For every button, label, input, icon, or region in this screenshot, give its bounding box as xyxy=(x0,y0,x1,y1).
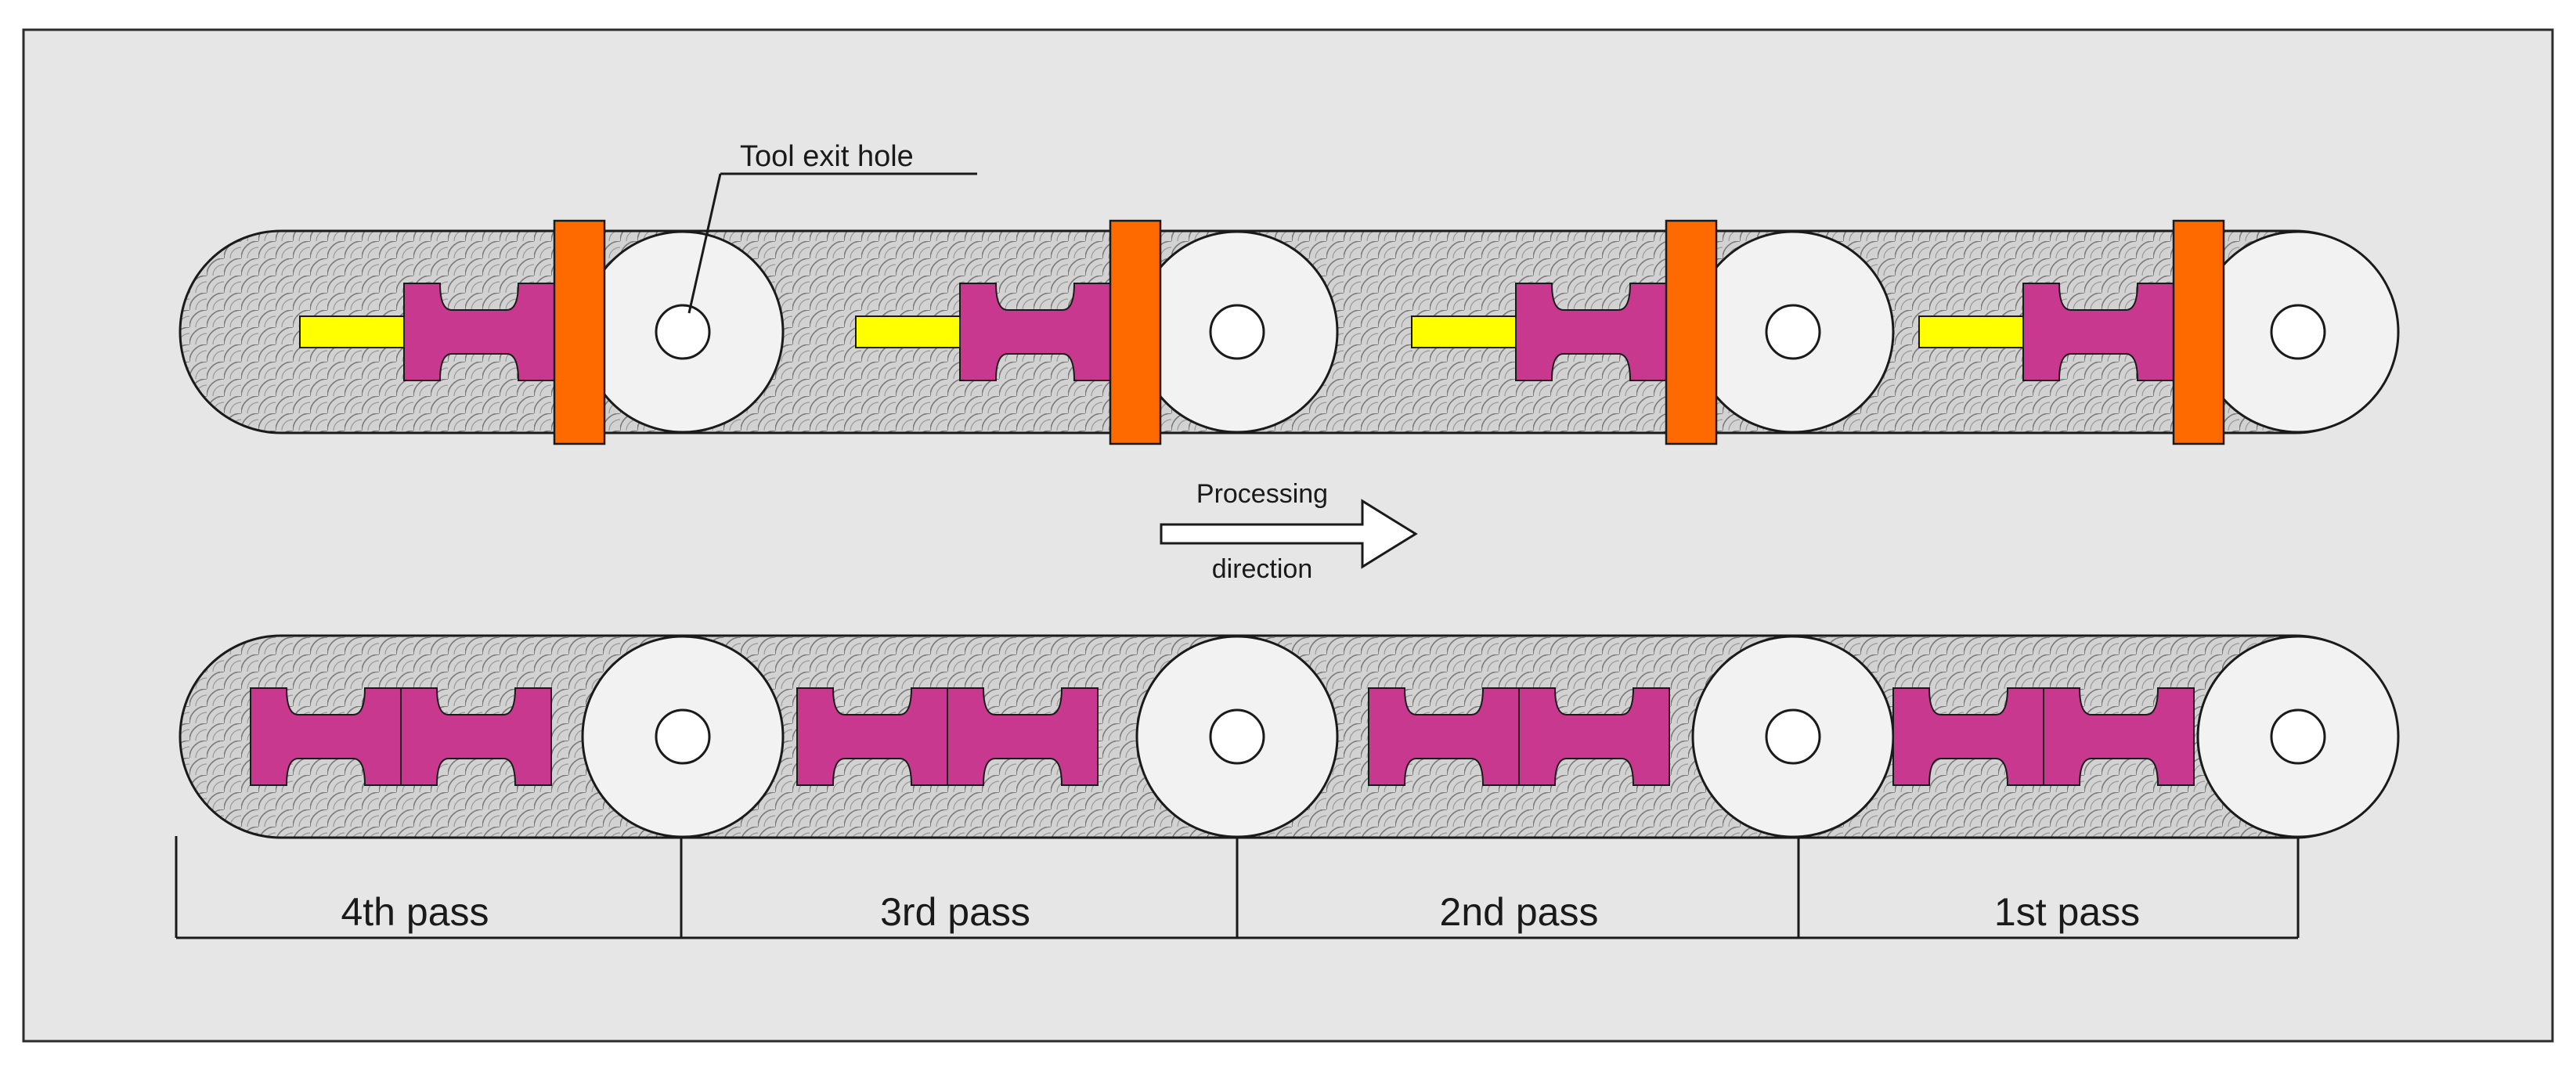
tool-exit-hole-icon xyxy=(1209,708,1265,765)
probe-pin xyxy=(1918,315,2026,348)
tool-exit-hole-icon xyxy=(1209,304,1265,360)
bottom-tool-unit xyxy=(250,635,785,838)
top-tool-unit xyxy=(1918,219,2400,445)
tool-exit-hole-icon xyxy=(1765,304,1821,360)
bottom-tool-units xyxy=(250,635,2400,838)
tool-section-profile xyxy=(400,687,552,786)
tool-shoulder xyxy=(553,219,606,445)
direction-label-line1: Processing xyxy=(1196,479,1328,509)
tool-exit-hole-icon xyxy=(655,708,711,765)
top-tool-units xyxy=(299,219,2400,445)
tool-shoulder xyxy=(2172,219,2225,445)
tool-shoulder xyxy=(1109,219,1162,445)
pass-label-2nd: 2nd pass xyxy=(1440,890,1599,934)
pass-label-1st: 1st pass xyxy=(1994,890,2140,934)
top-tool-unit xyxy=(1411,219,1895,445)
callout-pointer-line xyxy=(687,173,722,314)
tool-exit-hole-icon xyxy=(655,304,711,360)
tool-exit-hole-icon xyxy=(2270,304,2326,360)
tool-shoulder xyxy=(1665,219,1718,445)
bottom-tool-unit xyxy=(796,635,1339,838)
tool-section-profile xyxy=(947,687,1099,786)
pass-label-4th: 4th pass xyxy=(341,890,489,934)
pass-label-3rd: 3rd pass xyxy=(880,890,1030,934)
top-tool-unit xyxy=(855,219,1339,445)
tool-exit-hole-icon xyxy=(2270,708,2326,765)
direction-arrow-icon xyxy=(1160,499,1418,569)
tool-section-profile xyxy=(2043,687,2195,786)
pass-bracket: 4th pass 3rd pass 2nd pass 1st pass xyxy=(175,836,2300,939)
probe-pin xyxy=(299,315,406,348)
top-tool-unit xyxy=(299,219,785,445)
callout-label: Tool exit hole xyxy=(740,140,914,173)
tool-section-profile xyxy=(1518,687,1670,786)
processing-direction: Processing direction xyxy=(1160,479,1418,584)
tool-exit-hole-callout: Tool exit hole xyxy=(687,140,977,314)
probe-pin xyxy=(1411,315,1518,348)
bottom-tool-unit xyxy=(1892,635,2400,838)
probe-pin xyxy=(855,315,962,348)
tool-exit-hole-icon xyxy=(1765,708,1821,765)
bottom-tool-unit xyxy=(1368,635,1895,838)
direction-label-line2: direction xyxy=(1212,554,1313,584)
